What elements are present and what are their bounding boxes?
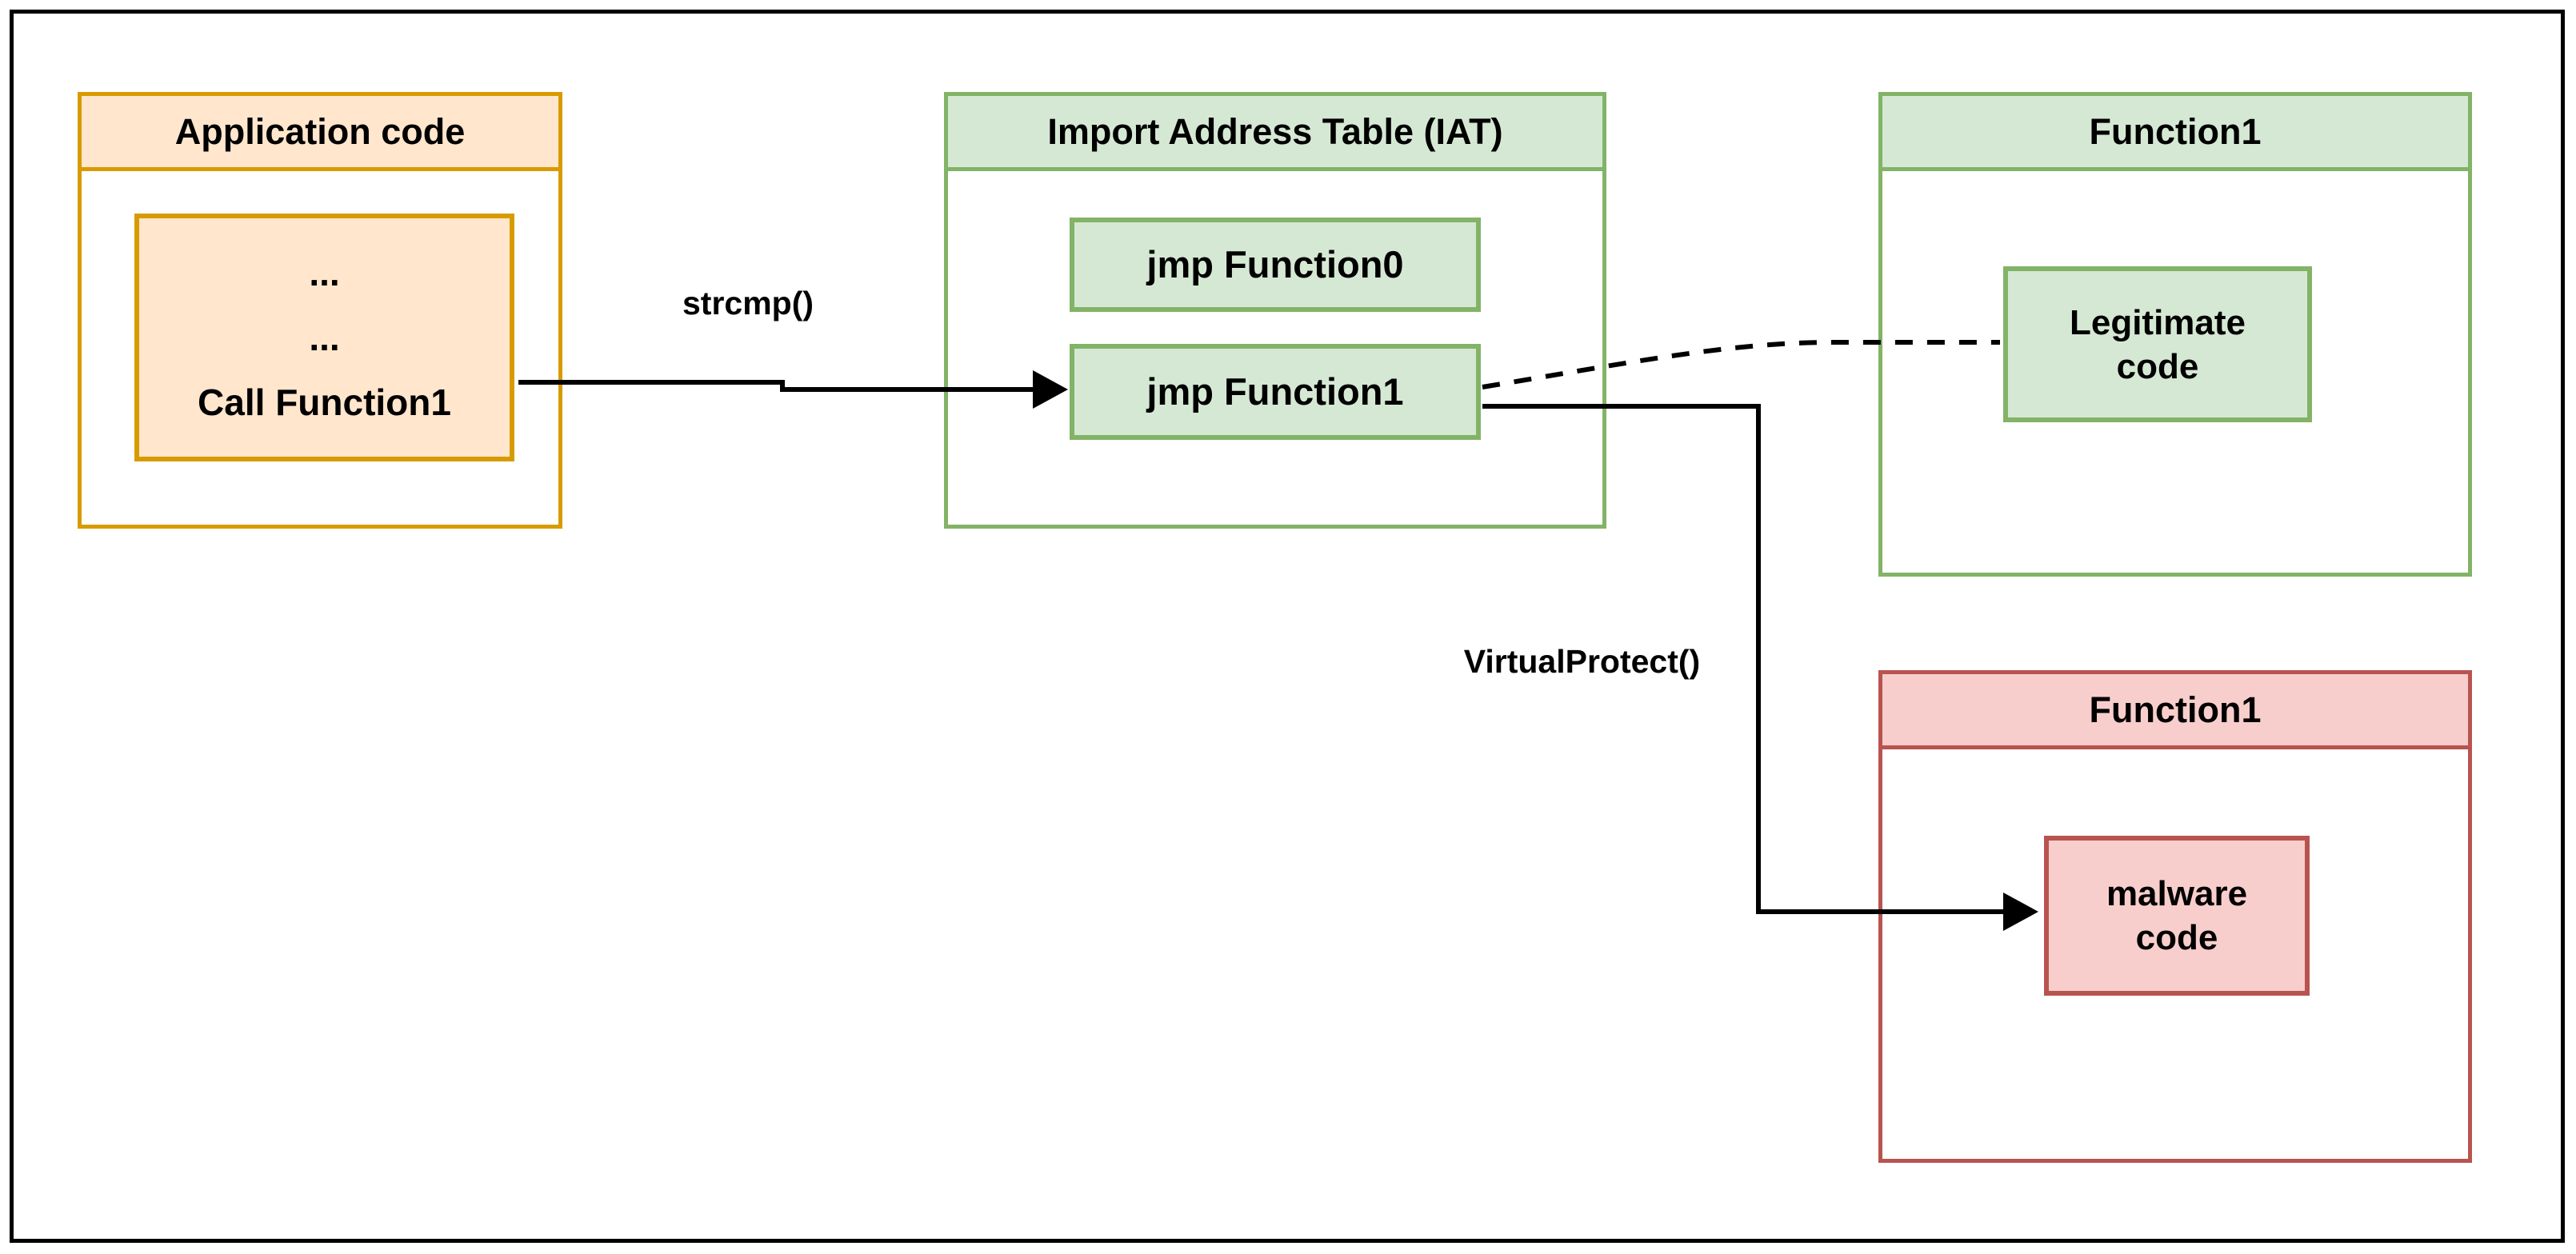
application-code-header: Application code: [82, 96, 558, 171]
strcmp-label: strcmp(): [682, 285, 814, 321]
code-line-ellipsis-1: ...: [309, 252, 340, 294]
legitimate-code-text: Legitimate code: [2069, 302, 2246, 386]
function1-malicious-title: Function1: [2089, 689, 2262, 730]
malware-code-text: malware code: [2106, 874, 2248, 957]
function1-legitimate-title: Function1: [2089, 110, 2262, 152]
legitimate-code-box: Legitimate code: [2003, 266, 2312, 422]
function1-malicious-header: Function1: [1882, 674, 2468, 749]
function1-malicious-group: Function1 malware code: [1878, 670, 2472, 1163]
jmp-function0-text: jmp Function0: [1146, 242, 1404, 286]
iat-entry-jmp-function0: jmp Function0: [1070, 218, 1481, 312]
malware-code-box: malware code: [2044, 836, 2310, 996]
virtualprotect-label: VirtualProtect(): [1463, 643, 1701, 680]
application-code-group: Application code ... ... Call Function1: [78, 92, 562, 529]
code-block: ... ... Call Function1: [134, 214, 514, 461]
iat-entry-jmp-function1: jmp Function1: [1070, 344, 1481, 440]
application-code-title: Application code: [174, 110, 466, 152]
iat-title: Import Address Table (IAT): [1047, 110, 1503, 152]
iat-group: Import Address Table (IAT) jmp Function0…: [944, 92, 1606, 529]
jmp-function1-text: jmp Function1: [1146, 369, 1404, 413]
function1-legitimate-group: Function1 Legitimate code: [1878, 92, 2472, 577]
code-line-ellipsis-2: ...: [309, 317, 340, 358]
function1-legitimate-header: Function1: [1882, 96, 2468, 171]
iat-header: Import Address Table (IAT): [948, 96, 1602, 171]
code-line-call-function1: Call Function1: [198, 381, 451, 423]
